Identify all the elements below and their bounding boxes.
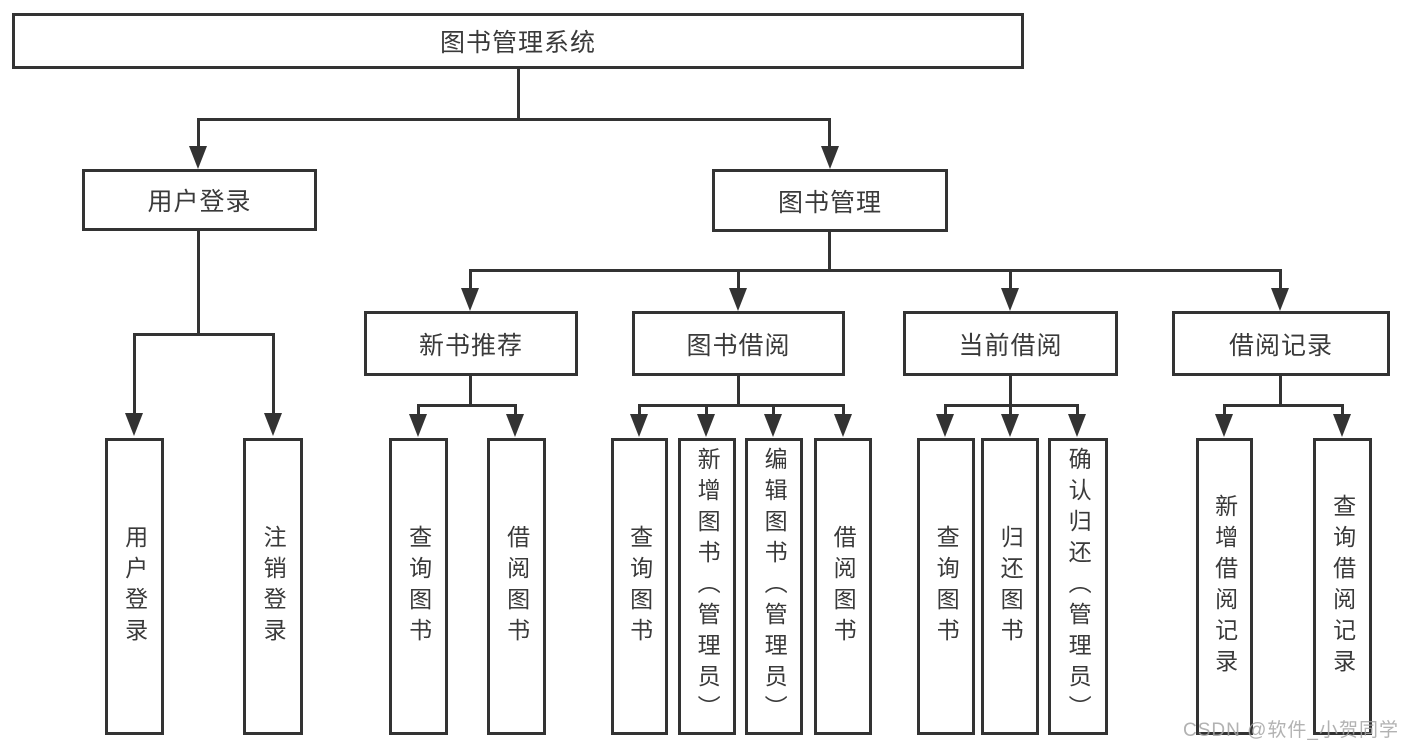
arrow-down-icon bbox=[189, 146, 207, 169]
leaf-query-books-recommend: 查询图书 bbox=[389, 438, 448, 735]
connector-line-v bbox=[828, 118, 831, 148]
leaf-add-borrow-record: 新增借阅记录 bbox=[1196, 438, 1253, 735]
leaf-edit-books-admin: 编辑图书（管理员） bbox=[745, 438, 803, 735]
connector-line-v bbox=[1279, 269, 1282, 290]
leaf-borrow-books-borrowing: 借阅图书 bbox=[814, 438, 872, 735]
connector-line-v bbox=[1341, 404, 1344, 415]
leaf-query-borrow-record-label: 查询借阅记录 bbox=[1329, 493, 1356, 680]
arrow-down-icon bbox=[1068, 414, 1086, 437]
arrow-down-icon bbox=[1215, 414, 1233, 437]
leaf-borrow-books-recommend: 借阅图书 bbox=[487, 438, 546, 735]
connector-line-v bbox=[197, 118, 200, 148]
connector-line-v bbox=[133, 333, 136, 415]
connector-line-v bbox=[1009, 269, 1012, 290]
node-new-book-recommendation-label: 新书推荐 bbox=[418, 331, 523, 360]
leaf-user-login-label: 用户登录 bbox=[121, 524, 148, 649]
connector-line-v bbox=[842, 404, 845, 415]
leaf-add-borrow-record-label: 新增借阅记录 bbox=[1211, 493, 1238, 680]
arrow-down-icon bbox=[125, 413, 143, 436]
node-borrowing-records-label: 借阅记录 bbox=[1228, 331, 1333, 360]
connector-line-h bbox=[133, 333, 275, 336]
arrow-down-icon bbox=[697, 414, 715, 437]
leaf-borrow-books-recommend-label: 借阅图书 bbox=[503, 524, 530, 649]
leaf-logout-login-label: 注销登录 bbox=[260, 524, 287, 649]
leaf-user-login: 用户登录 bbox=[105, 438, 164, 735]
node-library-system: 图书管理系统 bbox=[12, 13, 1024, 69]
connector-line-v bbox=[469, 269, 472, 290]
connector-line-v bbox=[772, 404, 775, 415]
arrow-down-icon bbox=[409, 414, 427, 437]
arrow-down-icon bbox=[461, 288, 479, 311]
arrow-down-icon bbox=[764, 414, 782, 437]
connector-line-v bbox=[514, 404, 517, 415]
node-book-borrowing: 图书借阅 bbox=[632, 311, 845, 376]
connector-line-v bbox=[705, 404, 708, 415]
connector-line-v bbox=[517, 69, 520, 120]
leaf-query-borrow-record: 查询借阅记录 bbox=[1313, 438, 1372, 735]
connector-line-h bbox=[1223, 404, 1343, 407]
arrow-down-icon bbox=[834, 414, 852, 437]
connector-line-v bbox=[1009, 404, 1012, 415]
connector-line-v bbox=[1076, 404, 1079, 415]
leaf-add-books-admin: 新增图书（管理员） bbox=[678, 438, 736, 735]
leaf-query-books-recommend-label: 查询图书 bbox=[405, 524, 432, 649]
connector-line-h bbox=[417, 404, 517, 407]
leaf-add-books-admin-label: 新增图书（管理员） bbox=[694, 447, 721, 726]
connector-line-v bbox=[1223, 404, 1226, 415]
connector-line-v bbox=[417, 404, 420, 415]
arrow-down-icon bbox=[264, 413, 282, 436]
connector-line-v bbox=[638, 404, 641, 415]
leaf-confirm-return-admin: 确认归还（管理员） bbox=[1048, 438, 1108, 735]
node-book-management: 图书管理 bbox=[712, 169, 948, 232]
connector-line-h bbox=[197, 118, 831, 121]
connector-line-v bbox=[737, 269, 740, 290]
leaf-borrow-books-borrowing-label: 借阅图书 bbox=[830, 524, 857, 649]
connector-line-v bbox=[1009, 376, 1012, 407]
csdn-watermark: CSDN @软件_小贺同学 bbox=[1183, 720, 1399, 741]
node-borrowing-records: 借阅记录 bbox=[1172, 311, 1390, 376]
connector-line-h bbox=[469, 269, 1282, 272]
connector-line-h bbox=[638, 404, 844, 407]
arrow-down-icon bbox=[506, 414, 524, 437]
connector-line-v bbox=[197, 231, 200, 335]
node-user-login-label: 用户登录 bbox=[147, 188, 252, 216]
leaf-edit-books-admin-label: 编辑图书（管理员） bbox=[761, 447, 788, 726]
arrow-down-icon bbox=[729, 288, 747, 311]
connector-line-v bbox=[469, 376, 472, 407]
node-library-system-label: 图书管理系统 bbox=[439, 29, 596, 57]
arrow-down-icon bbox=[936, 414, 954, 437]
node-user-login: 用户登录 bbox=[82, 169, 317, 231]
arrow-down-icon bbox=[1001, 288, 1019, 311]
leaf-query-books-current: 查询图书 bbox=[917, 438, 975, 735]
arrow-down-icon bbox=[630, 414, 648, 437]
arrow-down-icon bbox=[821, 146, 839, 169]
node-book-management-label: 图书管理 bbox=[777, 188, 882, 217]
connector-line-v bbox=[1279, 376, 1282, 407]
connector-line-v bbox=[944, 404, 947, 415]
leaf-confirm-return-admin-label: 确认归还（管理员） bbox=[1065, 447, 1092, 726]
connector-line-v bbox=[828, 232, 831, 272]
leaf-logout-login: 注销登录 bbox=[243, 438, 303, 735]
node-book-borrowing-label: 图书借阅 bbox=[686, 331, 791, 360]
connector-line-v bbox=[737, 376, 740, 407]
leaf-return-books-label: 归还图书 bbox=[997, 524, 1024, 649]
node-current-borrowing: 当前借阅 bbox=[903, 311, 1118, 376]
node-current-borrowing-label: 当前借阅 bbox=[958, 331, 1063, 360]
arrow-down-icon bbox=[1001, 414, 1019, 437]
leaf-return-books: 归还图书 bbox=[981, 438, 1039, 735]
arrow-down-icon bbox=[1333, 414, 1351, 437]
arrow-down-icon bbox=[1271, 288, 1289, 311]
leaf-query-books-borrowing-label: 查询图书 bbox=[626, 524, 653, 649]
node-new-book-recommendation: 新书推荐 bbox=[364, 311, 578, 376]
leaf-query-books-current-label: 查询图书 bbox=[933, 524, 960, 649]
leaf-query-books-borrowing: 查询图书 bbox=[611, 438, 668, 735]
connector-line-v bbox=[272, 333, 275, 415]
